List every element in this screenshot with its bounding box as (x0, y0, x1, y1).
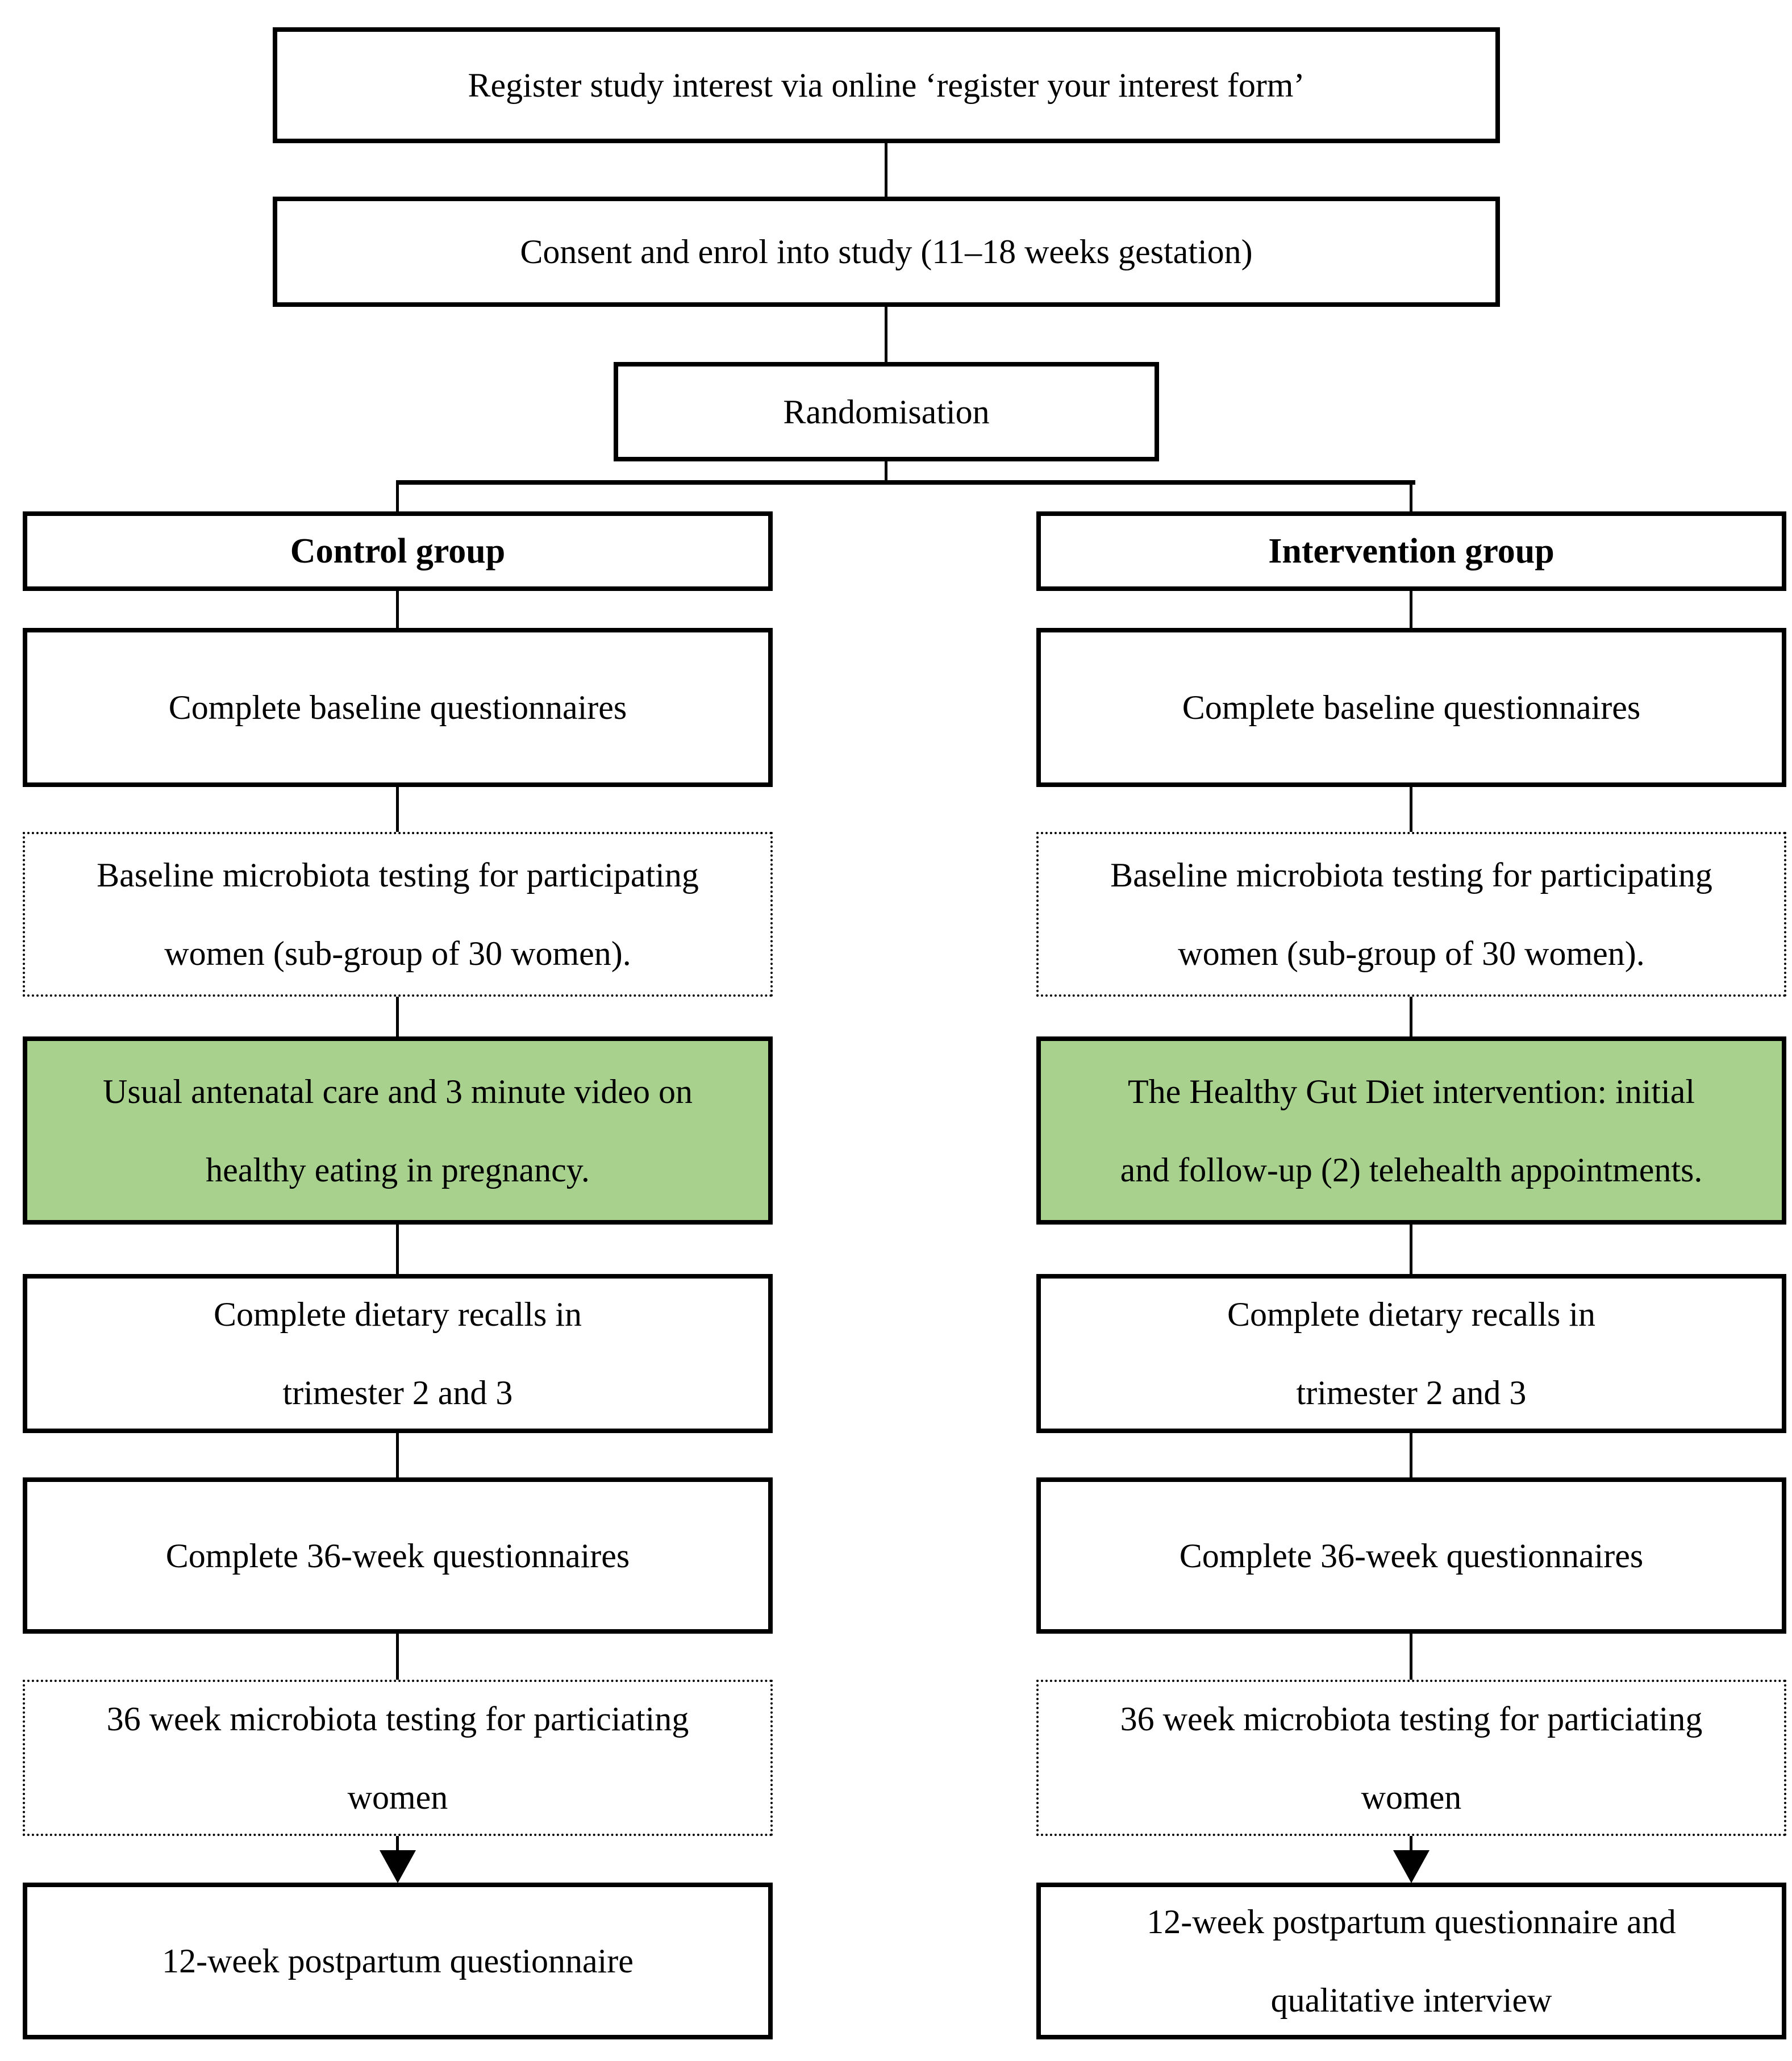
control-box-36week-questionnaires: Complete 36-week questionnaires (23, 1477, 773, 1634)
control-box-usual-care: Usual antenatal care and 3 minute video … (23, 1036, 773, 1225)
intervention-box-baseline-microbiota-line2: women (sub-group of 30 women). (1178, 935, 1645, 972)
intervention-box-baseline-questionnaires-text: Complete baseline questionnaires (1182, 689, 1641, 726)
intervention-box-baseline-microbiota: Baseline microbiota testing for particip… (1036, 832, 1786, 997)
control-box-baseline-microbiota: Baseline microbiota testing for particip… (23, 832, 773, 997)
intervention-box-36week-questionnaires: Complete 36-week questionnaires (1036, 1477, 1786, 1634)
connector-consent-to-randomisation (885, 307, 887, 362)
control-down-arrow-icon (380, 1850, 416, 1883)
control-connector-5 (396, 1433, 399, 1477)
flow-box-consent-enrol-text: Consent and enrol into study (11–18 week… (520, 233, 1253, 270)
intervention-connector-5 (1410, 1433, 1412, 1477)
intervention-connector-7 (1410, 1836, 1412, 1862)
intervention-box-dietary-recalls-line1: Complete dietary recalls in (1227, 1296, 1596, 1333)
control-box-postpartum-questionnaire: 12-week postpartum questionnaire (23, 1883, 773, 2039)
intervention-box-postpartum-questionnaire-line1: 12-week postpartum questionnaire and (1147, 1903, 1676, 1941)
intervention-box-postpartum-questionnaire-line2: qualitative interview (1270, 1981, 1552, 2019)
control-box-baseline-microbiota-line1: Baseline microbiota testing for particip… (97, 856, 699, 894)
flow-box-randomisation-text: Randomisation (783, 393, 990, 431)
control-box-baseline-questionnaires-text: Complete baseline questionnaires (168, 689, 627, 726)
intervention-connector-4 (1410, 1225, 1412, 1274)
intervention-box-36week-microbiota: 36 week microbiota testing for particiat… (1036, 1680, 1786, 1836)
connector-randomisation-stub (885, 461, 887, 482)
control-box-36week-microbiota-line1: 36 week microbiota testing for particiat… (106, 1700, 689, 1738)
intervention-box-healthy-gut-diet: The Healthy Gut Diet intervention: initi… (1036, 1036, 1786, 1225)
branch-drop-intervention (1410, 480, 1412, 511)
intervention-down-arrow-icon (1393, 1850, 1430, 1883)
intervention-box-dietary-recalls-line2: trimester 2 and 3 (1296, 1374, 1527, 1412)
flow-box-randomisation: Randomisation (614, 362, 1159, 461)
control-box-usual-care-line1: Usual antenatal care and 3 minute video … (103, 1072, 693, 1110)
control-group-header-text: Control group (290, 531, 506, 571)
intervention-box-healthy-gut-diet-line2: and follow-up (2) telehealth appointment… (1120, 1151, 1703, 1189)
branch-horizontal-line (396, 480, 1415, 485)
intervention-box-postpartum-questionnaire: 12-week postpartum questionnaire and qua… (1036, 1883, 1786, 2039)
flow-box-consent-enrol: Consent and enrol into study (11–18 week… (273, 197, 1500, 307)
control-box-dietary-recalls: Complete dietary recalls in trimester 2 … (23, 1274, 773, 1433)
intervention-connector-6 (1410, 1634, 1412, 1680)
control-connector-4 (396, 1225, 399, 1274)
control-box-dietary-recalls-line2: trimester 2 and 3 (282, 1374, 513, 1412)
control-box-36week-microbiota: 36 week microbiota testing for particiat… (23, 1680, 773, 1836)
branch-drop-control (396, 480, 399, 511)
flow-box-register-interest: Register study interest via online ‘regi… (273, 27, 1500, 143)
control-connector-1 (396, 591, 399, 628)
intervention-connector-2 (1410, 787, 1412, 832)
flow-box-register-interest-text: Register study interest via online ‘regi… (468, 66, 1305, 104)
intervention-connector-1 (1410, 591, 1412, 628)
control-box-36week-microbiota-line2: women (347, 1778, 448, 1816)
control-connector-2 (396, 787, 399, 832)
intervention-box-36week-microbiota-line1: 36 week microbiota testing for particiat… (1120, 1700, 1703, 1738)
control-box-36week-questionnaires-text: Complete 36-week questionnaires (165, 1537, 630, 1575)
control-box-dietary-recalls-line1: Complete dietary recalls in (213, 1296, 582, 1333)
control-box-baseline-questionnaires: Complete baseline questionnaires (23, 628, 773, 787)
connector-register-to-consent (885, 143, 887, 197)
intervention-box-healthy-gut-diet-line1: The Healthy Gut Diet intervention: initi… (1127, 1072, 1695, 1110)
intervention-box-dietary-recalls: Complete dietary recalls in trimester 2 … (1036, 1274, 1786, 1433)
control-box-baseline-microbiota-line2: women (sub-group of 30 women). (164, 935, 631, 972)
control-connector-3 (396, 997, 399, 1036)
intervention-box-36week-microbiota-line2: women (1361, 1778, 1462, 1816)
control-box-postpartum-questionnaire-text: 12-week postpartum questionnaire (162, 1942, 634, 1980)
control-connector-6 (396, 1634, 399, 1680)
control-connector-7 (396, 1836, 399, 1862)
intervention-group-header: Intervention group (1036, 511, 1786, 591)
intervention-connector-3 (1410, 997, 1412, 1036)
control-box-usual-care-line2: healthy eating in pregnancy. (206, 1151, 590, 1189)
intervention-group-header-text: Intervention group (1268, 531, 1555, 571)
intervention-box-baseline-microbiota-line1: Baseline microbiota testing for particip… (1110, 856, 1712, 894)
intervention-box-baseline-questionnaires: Complete baseline questionnaires (1036, 628, 1786, 787)
intervention-box-36week-questionnaires-text: Complete 36-week questionnaires (1179, 1537, 1644, 1575)
control-group-header: Control group (23, 511, 773, 591)
